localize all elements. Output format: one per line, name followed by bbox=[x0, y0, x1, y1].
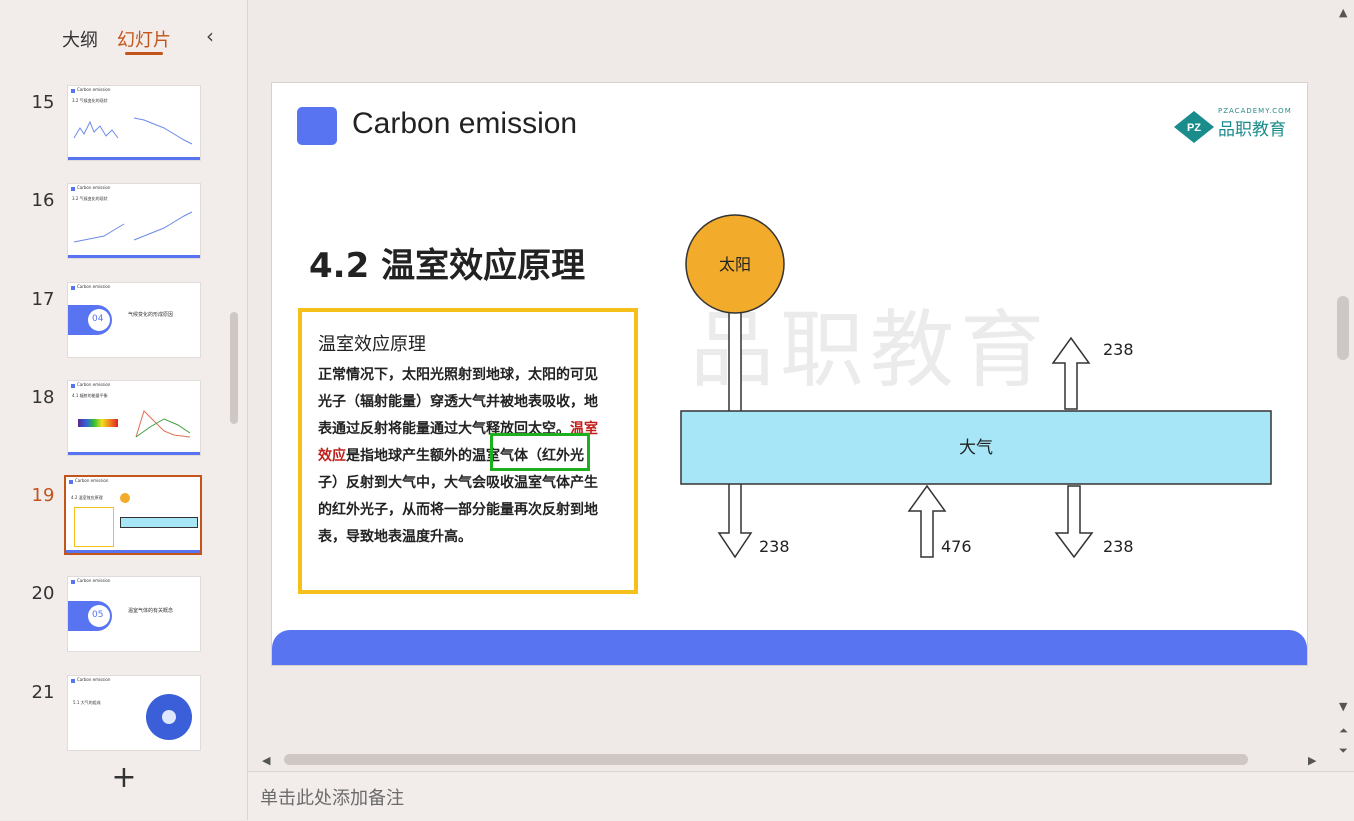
sidebar-scrollbar[interactable] bbox=[230, 312, 238, 424]
thumbnail-title: Carbon emission bbox=[77, 87, 111, 92]
logo-text: 品职教育 bbox=[1218, 120, 1286, 140]
slide-number: 15 bbox=[31, 92, 55, 113]
sun-circle bbox=[685, 214, 785, 314]
thumbnail-title: Carbon emission bbox=[77, 284, 111, 289]
next-slide-icon[interactable]: ⏷ bbox=[1339, 744, 1348, 757]
thumbnail-preview[interactable]: Carbon emission 5.1 大气的组成 bbox=[68, 676, 200, 750]
thumbnail-preview[interactable]: Carbon emission 3.2 气候变化的现状 bbox=[68, 184, 200, 258]
logo-url: PZACADEMY.COM bbox=[1218, 107, 1292, 115]
green-highlight-box[interactable] bbox=[490, 433, 590, 471]
greenhouse-diagram: 太阳 238 大气 476 238 238 bbox=[680, 214, 1272, 559]
slide-thumbnail-15[interactable]: 15 Carbon emission 3.2 气候变化的现状 bbox=[0, 86, 247, 166]
atmosphere-rect bbox=[680, 410, 1272, 485]
thumbnail-caption: 气候变化的形成原因 bbox=[128, 312, 174, 318]
notes-placeholder[interactable]: 单击此处添加备注 bbox=[260, 788, 404, 809]
thumbnail-chart bbox=[135, 410, 191, 438]
section-heading: 4.2 温室效应原理 bbox=[309, 246, 586, 286]
slide-thumbnail-21[interactable]: 21 Carbon emission 5.1 大气的组成 bbox=[0, 676, 247, 756]
watermark: 品职教育 bbox=[690, 301, 1051, 399]
active-tab-underline bbox=[125, 52, 163, 55]
arrow-down-right-value: 238 bbox=[1103, 537, 1134, 556]
thumbnail-caption: 4.2 温室效应原理 bbox=[71, 495, 103, 500]
plus-icon[interactable]: + bbox=[111, 760, 137, 795]
thumbnail-preview[interactable]: Carbon emission 3.2 气候变化的现状 bbox=[68, 86, 200, 160]
slide-number: 17 bbox=[31, 289, 55, 310]
textbox-body: 正常情况下，太阳光照射到地球，太阳的可见光子（辐射能量）穿透大气并被地表吸收，地… bbox=[318, 367, 598, 545]
tab-outline[interactable]: 大纲 bbox=[62, 30, 98, 51]
arrow-up-right-value: 238 bbox=[1103, 340, 1134, 359]
slide-canvas[interactable]: Carbon emission PZ PZACADEMY.COM 品职教育 品职… bbox=[272, 83, 1307, 665]
main-vertical-scrollbar[interactable] bbox=[1337, 296, 1349, 360]
slide-number: 20 bbox=[31, 583, 55, 604]
thumbnail-caption: 3.2 气候变化的现状 bbox=[72, 98, 108, 103]
arrow-up-middle-value: 476 bbox=[941, 537, 972, 556]
thumbnail-preview[interactable]: Carbon emission 05 温室气体的有关概念 bbox=[68, 577, 200, 651]
thumbnail-caption: 4.1 辐射的能量平衡 bbox=[72, 393, 108, 398]
atmosphere-label: 大气 bbox=[959, 438, 993, 458]
thumbnail-chart bbox=[73, 211, 193, 243]
logo-mark: PZ bbox=[1187, 122, 1201, 134]
arrow-up-middle bbox=[907, 484, 947, 558]
thumbnail-preview-active[interactable]: Carbon emission 4.2 温室效应原理 bbox=[66, 477, 200, 553]
slide-footer-bar bbox=[272, 630, 1307, 665]
notes-pane[interactable]: 单击此处添加备注 bbox=[248, 771, 1354, 821]
thumbnail-title: Carbon emission bbox=[77, 382, 111, 387]
thumbnail-title: Carbon emission bbox=[77, 185, 111, 190]
arrow-down-right bbox=[1054, 485, 1094, 559]
thumbnail-title: Carbon emission bbox=[77, 677, 111, 682]
scroll-down-icon[interactable]: ▼ bbox=[1339, 700, 1348, 713]
slide-thumbnail-20[interactable]: 20 Carbon emission 05 温室气体的有关概念 bbox=[0, 577, 247, 657]
scroll-left-icon[interactable]: ◀ bbox=[262, 754, 271, 767]
slide-sidebar: 大纲 幻灯片 ‹ 15 Carbon emission 3.2 气候变化的现状 … bbox=[0, 0, 248, 820]
slide-thumbnail-19[interactable]: 19 Carbon emission 4.2 温室效应原理 bbox=[0, 477, 247, 559]
slide-thumbnail-18[interactable]: 18 Carbon emission 4.1 辐射的能量平衡 bbox=[0, 381, 247, 461]
thumbnail-caption: 3.2 气候变化的现状 bbox=[72, 196, 108, 201]
thumbnail-chart bbox=[73, 117, 193, 145]
logo-diamond-icon: PZ bbox=[1174, 111, 1214, 143]
thumbnail-preview[interactable]: Carbon emission 4.1 辐射的能量平衡 bbox=[68, 381, 200, 455]
arrow-up-right bbox=[1051, 336, 1091, 410]
pz-logo: PZ PZACADEMY.COM 品职教育 bbox=[1172, 107, 1292, 145]
slide-number: 19 bbox=[31, 485, 55, 506]
slide-title: Carbon emission bbox=[352, 107, 578, 140]
prev-slide-icon[interactable]: ⏶ bbox=[1339, 724, 1348, 737]
thumbnail-title: Carbon emission bbox=[75, 478, 109, 483]
arrow-down-left-value: 238 bbox=[759, 537, 790, 556]
main-horizontal-scrollbar[interactable] bbox=[284, 754, 1248, 765]
thumbnail-badge: 04 bbox=[92, 314, 104, 324]
thumbnail-badge: 05 bbox=[92, 610, 104, 620]
slide-number: 18 bbox=[31, 387, 55, 408]
slide-number: 21 bbox=[31, 682, 55, 703]
explanation-textbox[interactable]: 温室效应原理 正常情况下，太阳光照射到地球，太阳的可见光子（辐射能量）穿透大气并… bbox=[298, 308, 638, 594]
thumbnail-caption: 5.1 大气的组成 bbox=[73, 700, 101, 705]
thumbnail-caption: 温室气体的有关概念 bbox=[128, 608, 174, 614]
sidebar-tabs: 大纲 幻灯片 ‹ bbox=[0, 22, 247, 58]
sun-label: 太阳 bbox=[719, 255, 751, 274]
chevron-left-icon[interactable]: ‹ bbox=[206, 24, 214, 48]
tab-slides[interactable]: 幻灯片 bbox=[117, 30, 171, 51]
thumbnail-preview[interactable]: Carbon emission 04 气候变化的形成原因 bbox=[68, 283, 200, 357]
thumbnail-title: Carbon emission bbox=[77, 578, 111, 583]
slide-thumbnail-16[interactable]: 16 Carbon emission 3.2 气候变化的现状 bbox=[0, 184, 247, 264]
slide-thumbnail-17[interactable]: 17 Carbon emission 04 气候变化的形成原因 bbox=[0, 283, 247, 363]
title-square-icon bbox=[297, 107, 337, 145]
scroll-up-icon[interactable]: ▲ bbox=[1339, 6, 1348, 19]
highlighted-phrase: 地球产生额外 bbox=[374, 448, 458, 464]
scroll-right-icon[interactable]: ▶ bbox=[1308, 754, 1317, 767]
textbox-title: 温室效应原理 bbox=[318, 334, 426, 355]
slide-number: 16 bbox=[31, 190, 55, 211]
